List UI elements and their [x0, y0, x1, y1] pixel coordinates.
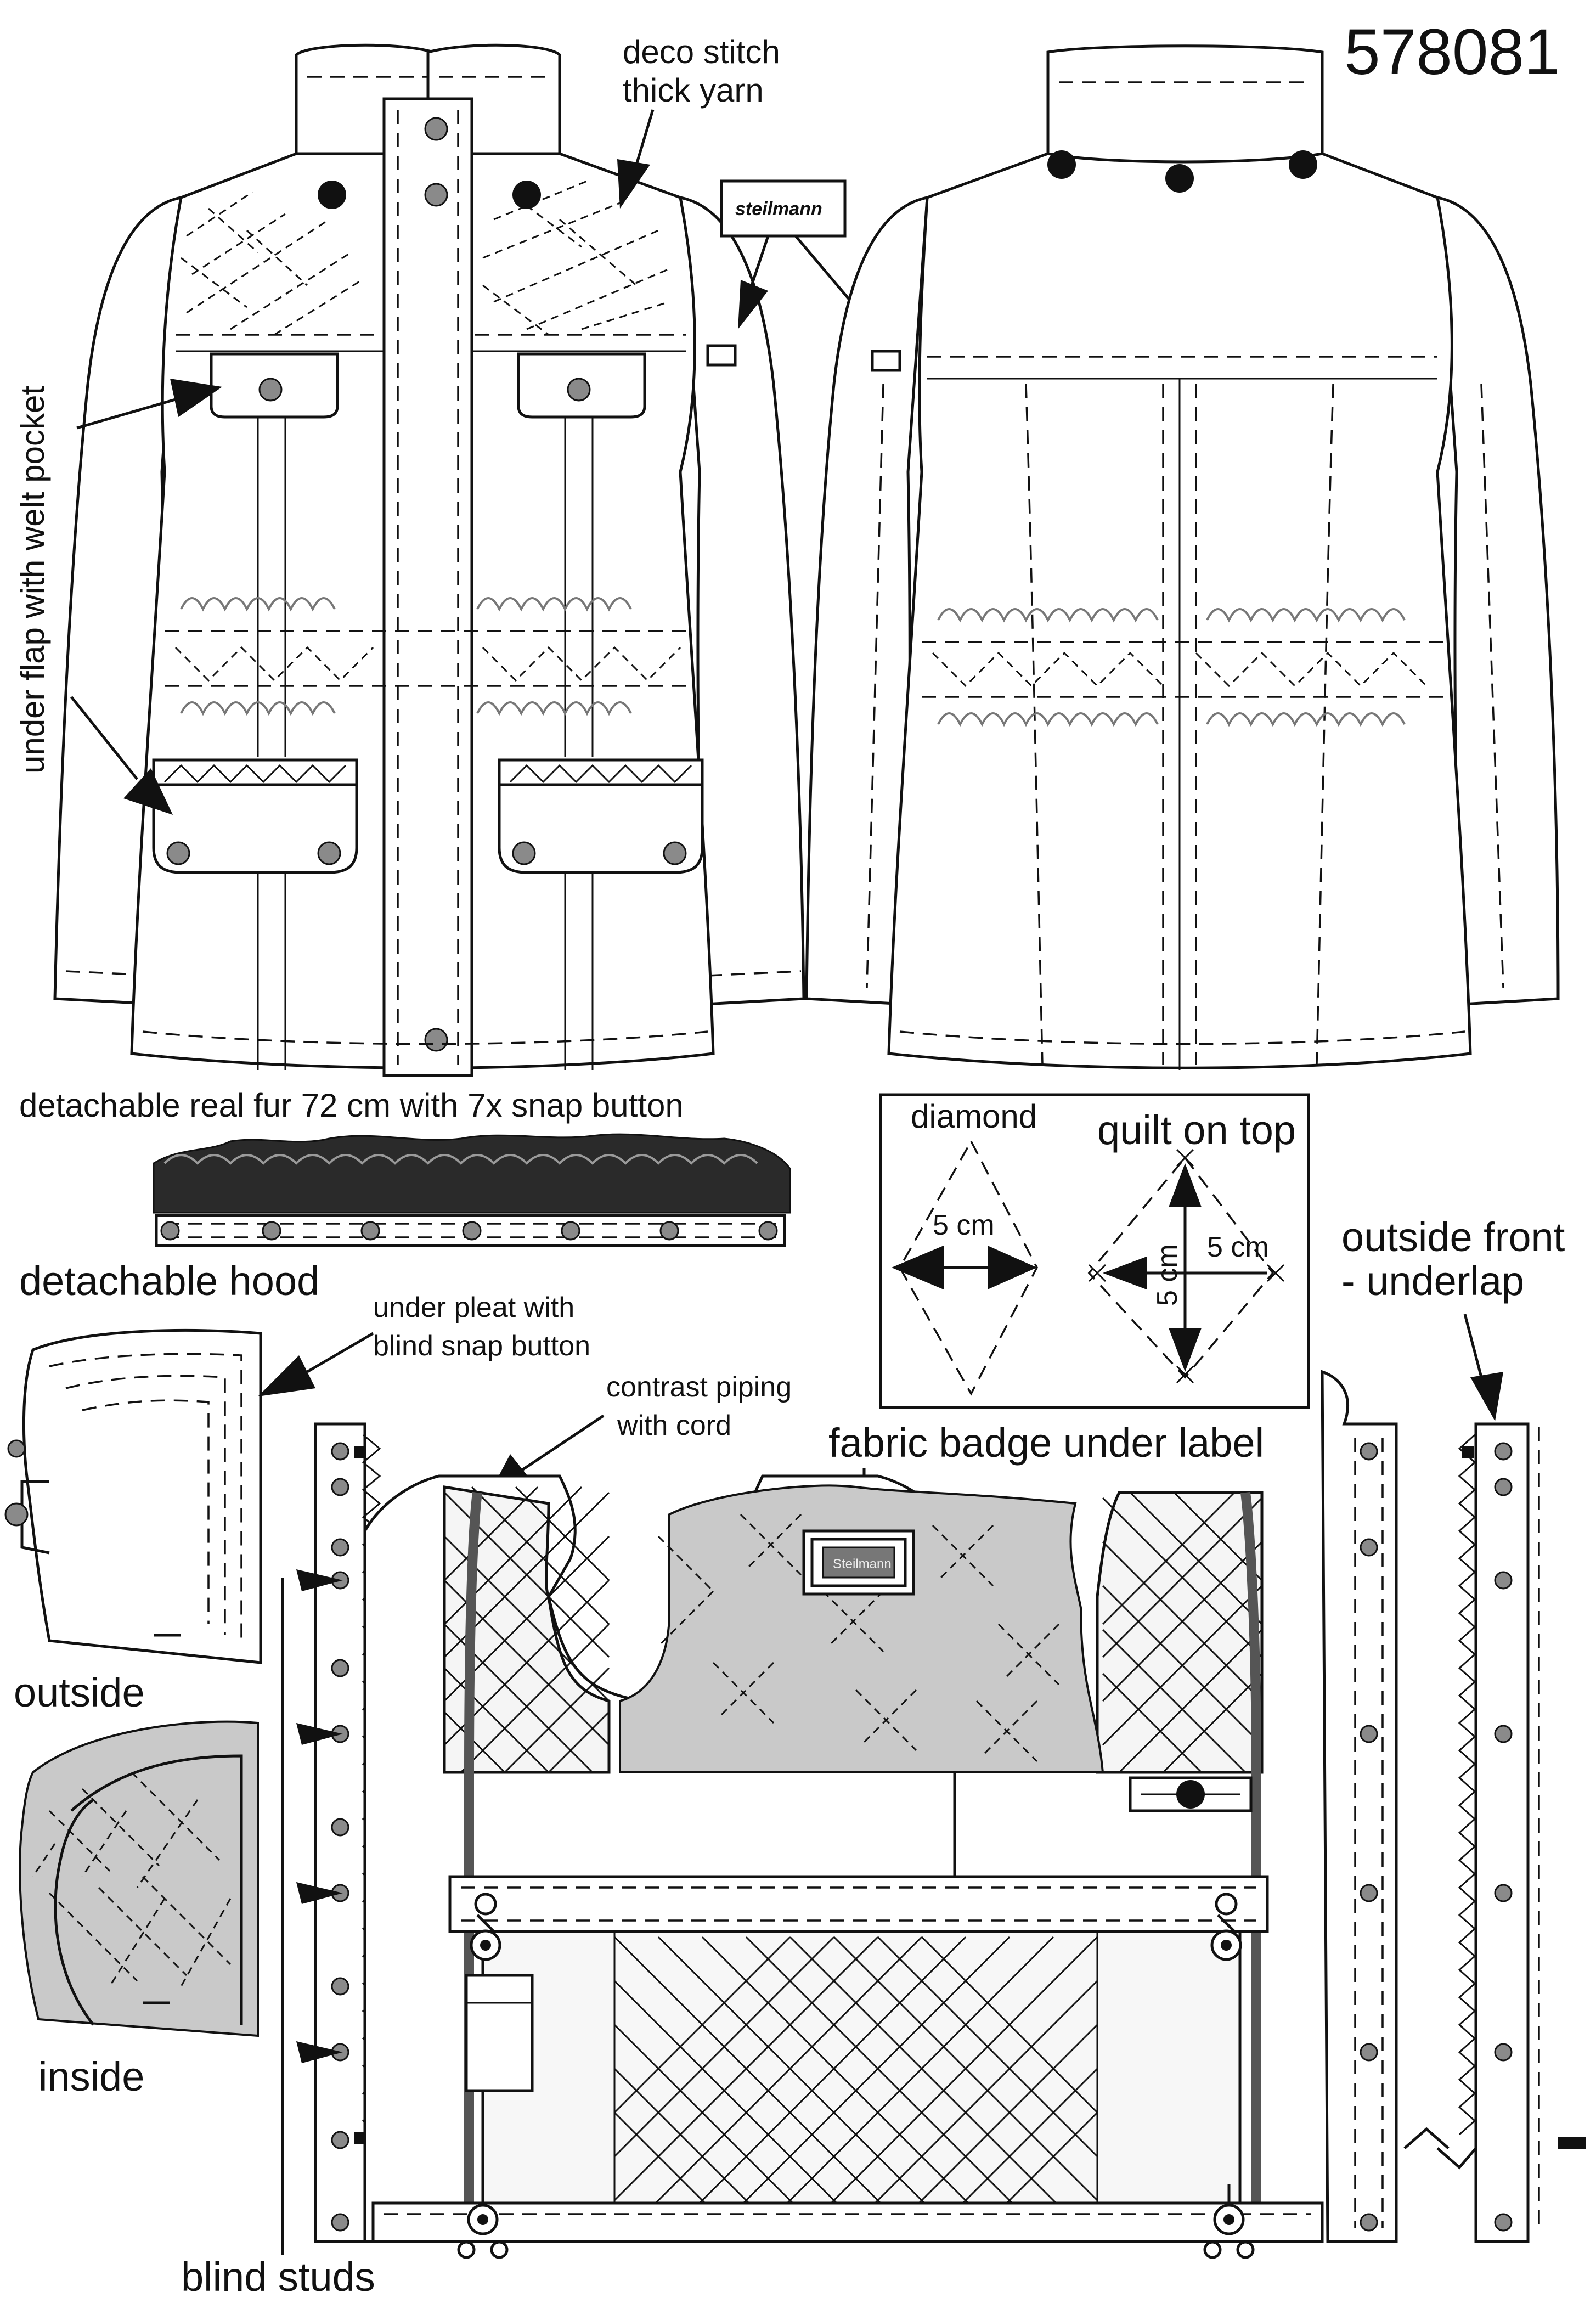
- contrast-piping-callout: contrast piping with cord: [486, 1371, 792, 1501]
- under-flap-text: under flap with welt pocket: [14, 386, 51, 774]
- under-pleat-line-2: blind snap button: [373, 1330, 590, 1362]
- left-quilt-panel: [443, 1485, 611, 1774]
- under-pleat-line-1: under pleat with: [373, 1292, 574, 1324]
- blind-studs-label: blind studs: [181, 2254, 375, 2300]
- fur-caption: detachable real fur 72 cm with 7x snap b…: [19, 1087, 684, 1124]
- cord-stopper-left-bottom: [457, 2184, 509, 2259]
- quilt-detail-box: diamond quilt on top 5 cm 5 cm 5 cm: [879, 1093, 1310, 1409]
- outside-front-callout: outside front - underlap: [1341, 1214, 1565, 1421]
- quilt-on-top-label: quilt on top: [1097, 1107, 1296, 1153]
- label-tag-text: steilmann: [735, 199, 822, 219]
- hood-inside-label: inside: [38, 2054, 144, 2099]
- cord-stopper-left-top: [470, 1893, 501, 1961]
- outside-front-line-1: outside front: [1341, 1214, 1565, 1260]
- quilt-height-label: 5 cm: [1152, 1244, 1183, 1306]
- style-number: 578081: [1344, 16, 1560, 88]
- detachable-fur-strip: detachable real fur 72 cm with 7x snap b…: [19, 1087, 791, 1247]
- quilt-width-label: 5 cm: [1207, 1231, 1269, 1263]
- deco-stitch-line-1: deco stitch: [623, 33, 780, 70]
- cord-stopper-right-bottom: [1203, 2184, 1255, 2259]
- fabric-badge-text: fabric badge under label: [828, 1420, 1264, 1466]
- hood-caption: detachable hood: [19, 1258, 319, 1304]
- jacket-back-view: [805, 44, 1560, 1070]
- deco-stitch-callout: deco stitch thick yarn: [617, 33, 780, 209]
- jacket-front-view: [53, 43, 805, 1077]
- brand-label-callout: steilmann: [720, 179, 889, 340]
- right-quilt-panel: [1096, 1491, 1264, 1774]
- cord-stopper-right-top: [1210, 1893, 1242, 1961]
- piping-line-1: contrast piping: [606, 1371, 792, 1403]
- deco-stitch-line-2: thick yarn: [623, 72, 764, 109]
- badge-text: Steilmann: [833, 1557, 892, 1572]
- diamond-label: diamond: [911, 1098, 1037, 1135]
- piping-line-2: with cord: [617, 1410, 731, 1441]
- detachable-hood: detachable hood outside inside: [4, 1258, 319, 2099]
- lining-view: blind studs: [181, 1370, 1586, 2300]
- diamond-width-label: 5 cm: [933, 1209, 995, 1241]
- outside-front-line-2: - underlap: [1341, 1258, 1524, 1304]
- under-pleat-callout: under pleat with blind snap button: [258, 1292, 590, 1396]
- under-flap-callout: under flap with welt pocket: [14, 379, 222, 815]
- hood-outside-label: outside: [14, 1670, 145, 1715]
